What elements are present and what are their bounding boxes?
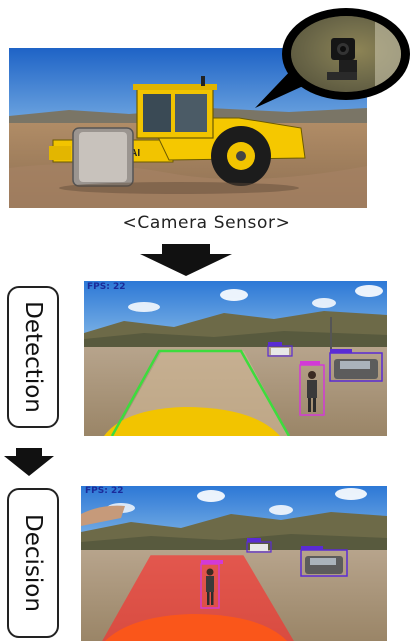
fps-readout: FPS: 22 <box>85 486 124 496</box>
down-arrow-icon <box>4 448 54 476</box>
danger-zone <box>102 555 294 641</box>
camera-icon <box>291 16 401 92</box>
detection-view: FPS: 22 <box>84 281 387 436</box>
decision-view: FPS: 22 <box>81 486 387 641</box>
decision-scene <box>81 486 387 641</box>
camera-closeup <box>282 8 410 100</box>
drivable-area-outline <box>110 349 291 436</box>
stage-label-text: Decision <box>20 514 46 612</box>
camera-sensor-caption: <Camera Sensor> <box>122 213 291 233</box>
detection-scene <box>84 281 387 436</box>
fps-readout: FPS: 22 <box>87 282 126 292</box>
down-arrow-icon <box>140 244 232 276</box>
stage-label-decision: Decision <box>7 488 59 638</box>
stage-label-detection: Detection <box>7 286 59 428</box>
stage-label-text: Detection <box>20 301 46 413</box>
